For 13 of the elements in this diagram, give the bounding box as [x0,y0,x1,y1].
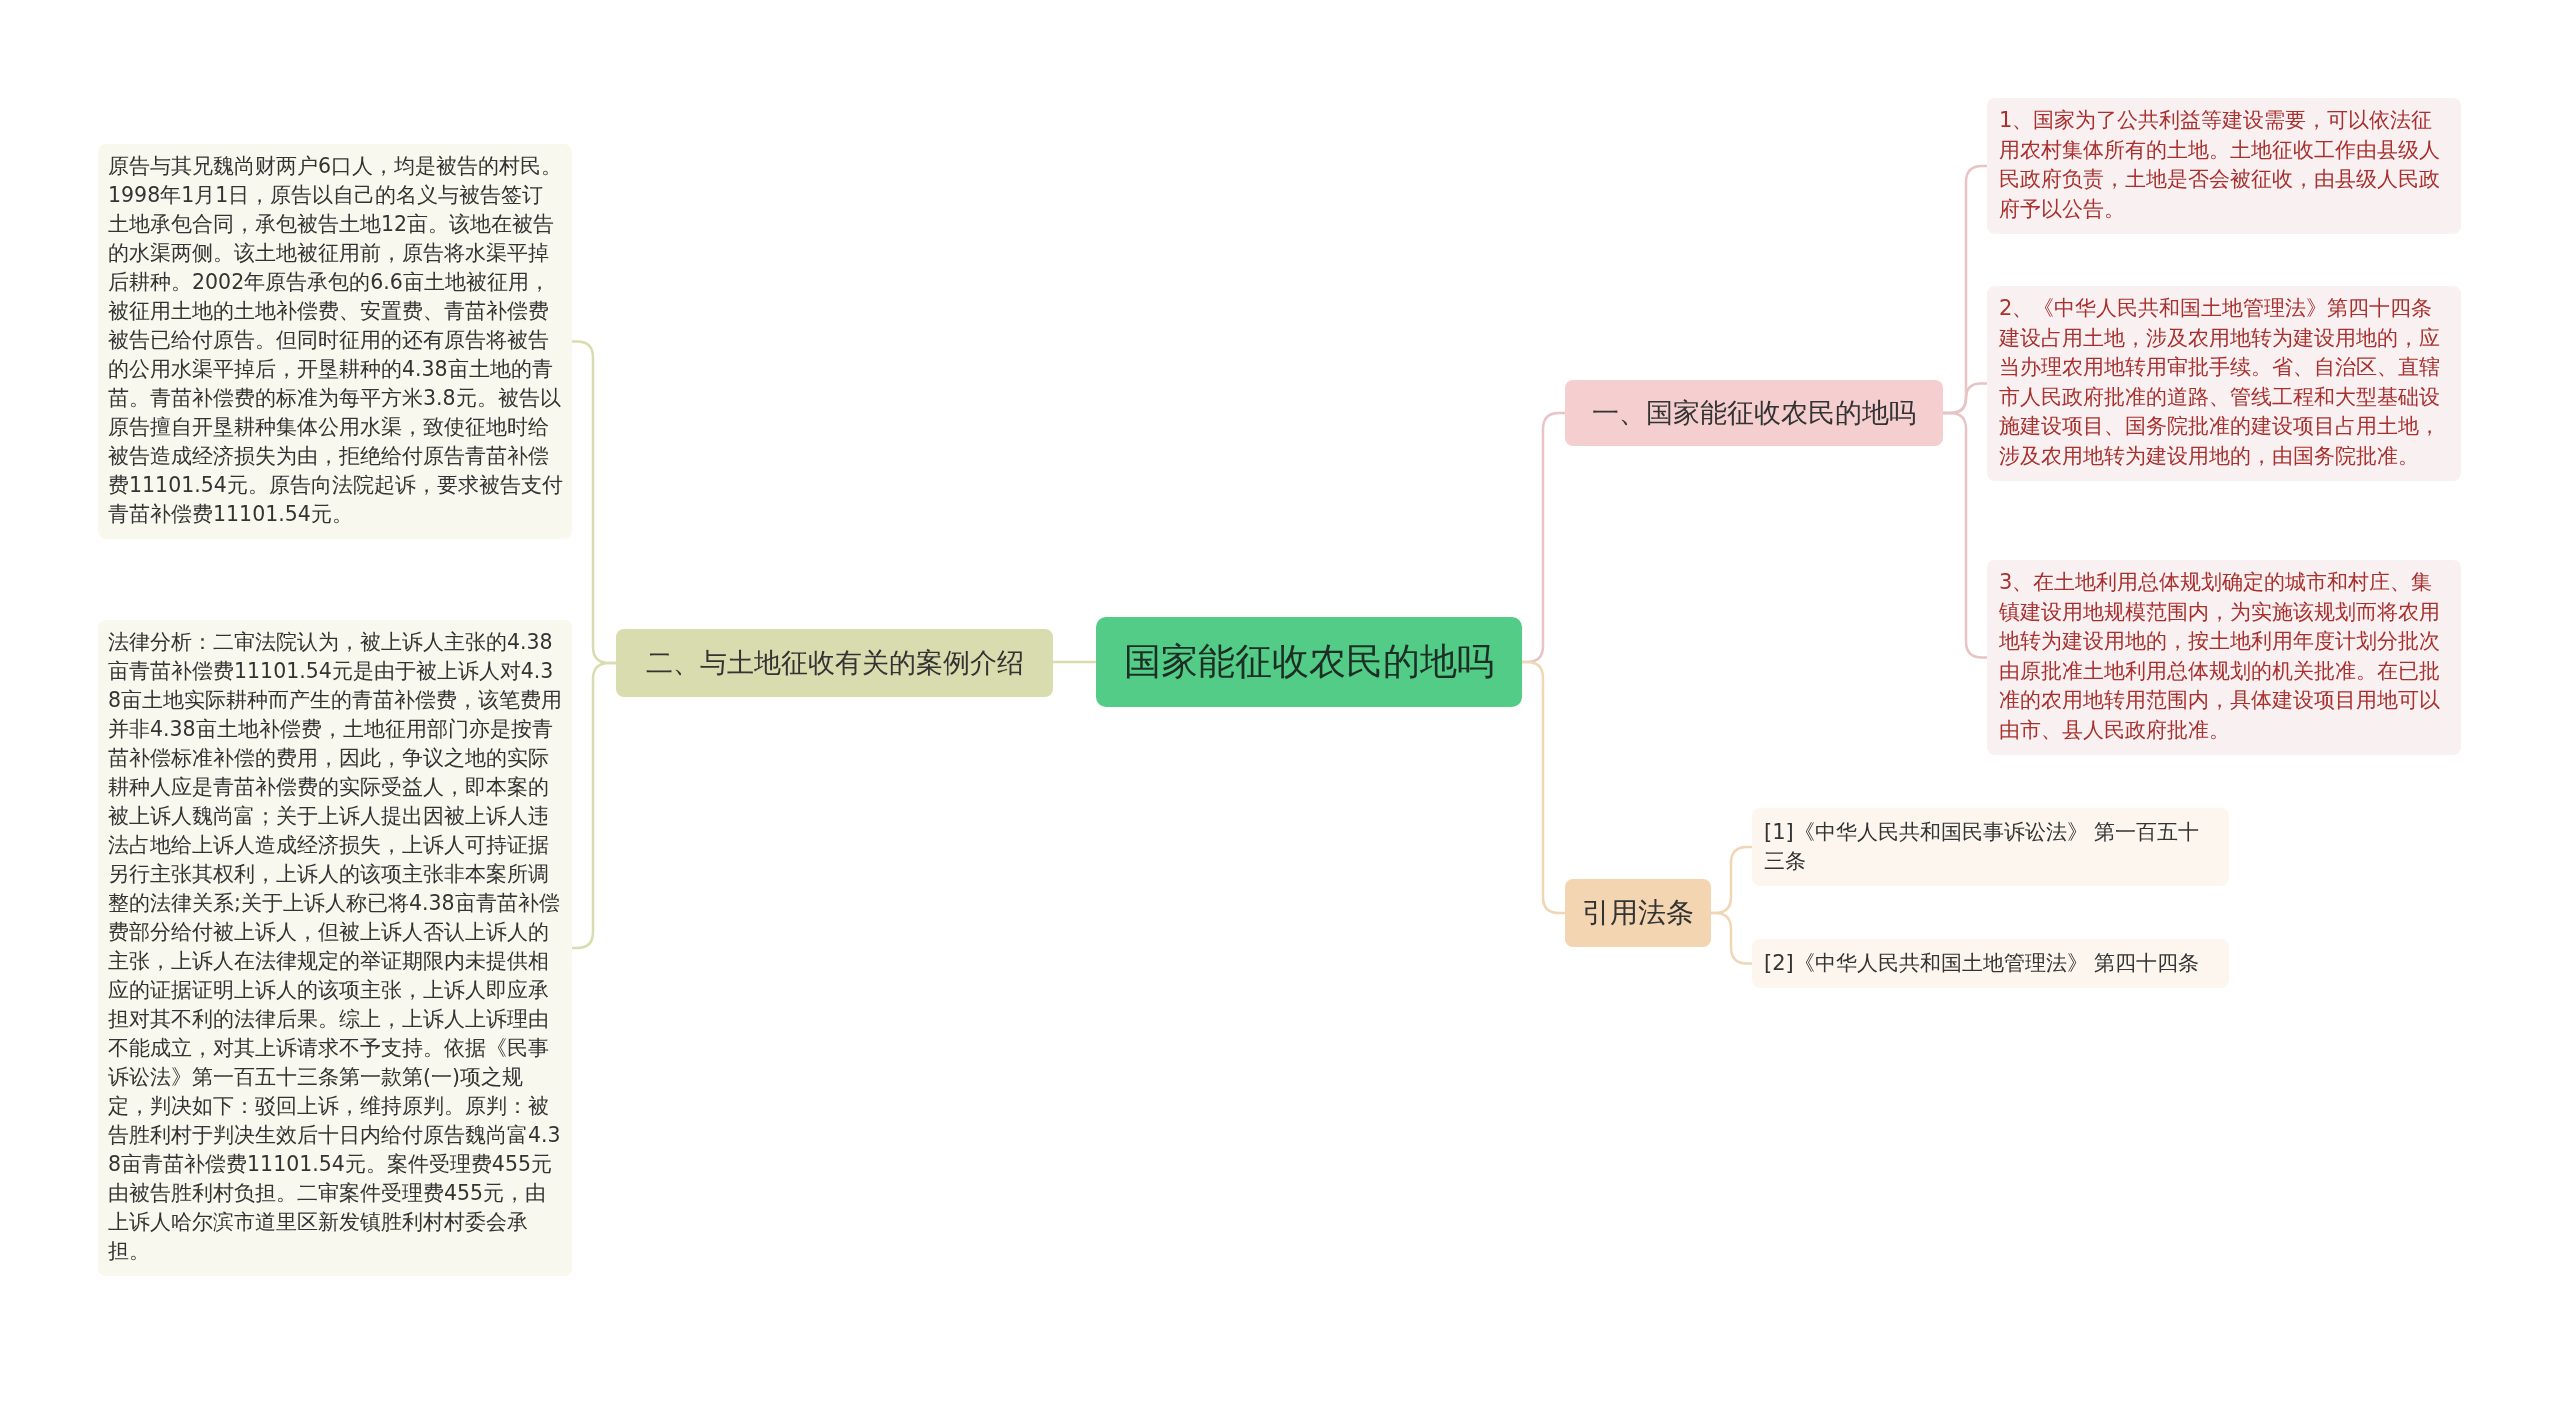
text-card: 法律分析：二审法院认为，被上诉人主张的4.38亩青苗补偿费11101.54元是由于被上诉人对4.38亩土地实际耕种而产生的青苗补偿费，该笔费用并非4.38亩土地补偿费，土地征用部门亦是按青苗补偿标准补偿的费用，因此，争议之地的实际耕种人应是青苗补偿费的实际受益人，即本案的被上诉人魏尚富；关于上诉人提出因被上诉人违法占地给上诉人造成经济损失，上诉人可持证据另行主张其权利，上诉人的该项主张非本案所调整的法律关系;关于上诉人称已将4.38亩青苗补偿费部分给付被上诉人，但被上诉人否认上诉人的主张，上诉人在法律规定的举证期限内未提供相应的证据证明上诉人的该项主张，上诉人即应承担对其不利的法律后果。综上，上诉人上诉理由不能成立，对其上诉请求不予支持。依据《民事诉讼法》第一百五十三条第一款第(一)项之规定，判决如下：驳回上诉，维持原判。原判：被告胜利村于判决生效后十日内给付原告魏尚富4.38亩青苗补偿费11101.54元。案件受理费455元由被告胜利村负担。二审案件受理费455元，由上诉人哈尔滨市道里区新发镇胜利村村委会承担。 [98,620,572,1276]
root-topic-box: 国家能征收农民的地吗 [1096,617,1522,707]
text-card: 3、在土地利用总体规划确定的城市和村庄、集镇建设用地规模范围内，为实施该规划而将农用地转为建设用地的，按土地利用年度计划分批次由原批准土地利用总体规划的机关批准。在已批准的农用地转用范围内，具体建设项目用地可以由市、县人民政府批准。 [1987,560,2461,755]
text-card: 原告与其兄魏尚财两户6口人，均是被告的村民。1998年1月1日，原告以自己的名义与被告签订土地承包合同，承包被告土地12亩。该地在被告的水渠两侧。该土地被征用前，原告将水渠平掉后耕种。2002年原告承包的6.6亩土地被征用，被征用土地的土地补偿费、安置费、青苗补偿费被告已给付原告。但同时征用的还有原告将被告的公用水渠平掉后，开垦耕种的4.38亩土地的青苗。青苗补偿费的标准为每平方米3.8元。被告以原告擅自开垦耕种集体公用水渠，致使征地时给被告造成经济损失为由，拒绝给付原告青苗补偿费11101.54元。原告向法院起诉，要求被告支付青苗补偿费11101.54元。 [98,144,572,539]
citation-card: [2]《中华人民共和国土地管理法》 第四十四条 [1752,939,2229,988]
connector-line [1053,660,1096,664]
topic-box: 二、与土地征收有关的案例介绍 [616,629,1053,697]
citation-card: [1]《中华人民共和国民事诉讼法》 第一百五十三条 [1752,808,2229,886]
text-card: 2、《中华人民共和国土地管理法》第四十四条建设占用土地，涉及农用地转为建设用地的，应当办理农用地转用审批手续。省、自治区、直辖市人民政府批准的道路、管线工程和大型基础设施建设项目、国务院批准的建设项目占用土地，涉及农用地转为建设用地的，由国务院批准。 [1987,286,2461,481]
topic-box: 引用法条 [1565,879,1711,947]
topic-box: 一、国家能征收农民的地吗 [1565,380,1943,446]
text-card: 1、国家为了公共利益等建设需要，可以依法征用农村集体所有的土地。土地征收工作由县级人民政府负责，土地是否会被征收，由县级人民政府予以公告。 [1987,98,2461,234]
connector-line [1711,911,1752,965]
